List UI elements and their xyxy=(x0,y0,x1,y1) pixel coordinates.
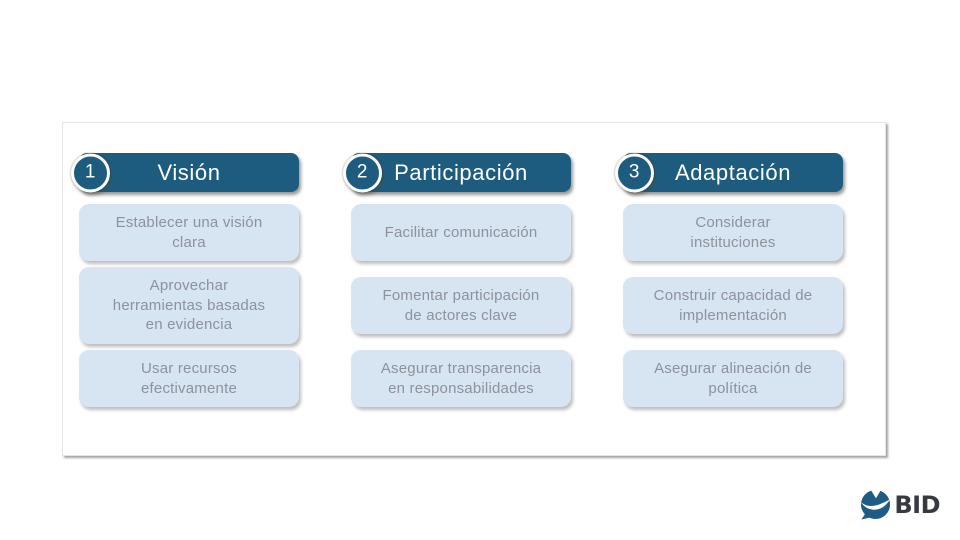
card-text: Aprovechar herramientas basadas en evide… xyxy=(112,276,266,334)
card-text: Considerar instituciones xyxy=(690,213,776,251)
step-number-badge-2: 2 xyxy=(343,153,382,192)
card-participacion-3: Asegurar transparencia en responsabilida… xyxy=(351,349,571,408)
card-slot: Asegurar alineación de política xyxy=(623,342,843,415)
bid-logo: BID xyxy=(860,489,940,520)
column-vision: 1 Visión Establecer una visión clara Apr… xyxy=(71,153,299,415)
column-header-participacion: 2 Participación xyxy=(343,153,571,192)
column-title-vision: Visión xyxy=(157,159,221,185)
card-slot: Fomentar participación de actores clave xyxy=(351,269,571,342)
column-title-adaptacion: Adaptación xyxy=(674,159,792,185)
card-text: Facilitar comunicación xyxy=(384,223,538,241)
bid-globe-icon xyxy=(861,489,891,520)
bid-logo-text: BID xyxy=(894,490,940,519)
column-header-vision: 1 Visión xyxy=(71,153,299,192)
card-text: Construir capacidad de implementación xyxy=(653,286,813,324)
columns-row: 1 Visión Establecer una visión clara Apr… xyxy=(63,123,885,415)
card-slot: Construir capacidad de implementación xyxy=(623,269,843,342)
card-slot: Aprovechar herramientas basadas en evide… xyxy=(79,266,299,345)
card-slot: Asegurar transparencia en responsabilida… xyxy=(351,342,571,415)
card-text: Fomentar participación de actores clave xyxy=(382,286,540,324)
column-participacion: 2 Participación Facilitar comunicación F… xyxy=(343,153,571,415)
card-adaptacion-3: Asegurar alineación de política xyxy=(623,349,843,408)
step-number-badge-3: 3 xyxy=(615,153,654,192)
column-header-adaptacion: 3 Adaptación xyxy=(615,153,843,192)
card-adaptacion-1: Considerar instituciones xyxy=(623,203,843,262)
card-adaptacion-2: Construir capacidad de implementación xyxy=(623,276,843,335)
step-number-badge-1: 1 xyxy=(71,153,110,192)
card-text: Asegurar alineación de política xyxy=(654,359,812,397)
card-slot: Considerar instituciones xyxy=(623,196,843,269)
card-text: Asegurar transparencia en responsabilida… xyxy=(380,359,542,397)
card-participacion-2: Fomentar participación de actores clave xyxy=(351,276,571,335)
card-vision-2: Aprovechar herramientas basadas en evide… xyxy=(79,266,299,345)
content-panel: 1 Visión Establecer una visión clara Apr… xyxy=(62,122,886,456)
card-text: Establecer una visión clara xyxy=(115,213,263,251)
column-adaptacion: 3 Adaptación Considerar instituciones Co… xyxy=(615,153,843,415)
card-slot: Usar recursos efectivamente xyxy=(79,342,299,415)
card-vision-3: Usar recursos efectivamente xyxy=(79,349,299,408)
card-slot: Establecer una visión clara xyxy=(79,196,299,269)
card-text: Usar recursos efectivamente xyxy=(141,359,237,397)
column-title-participacion: Participación xyxy=(394,159,528,185)
card-vision-1: Establecer una visión clara xyxy=(79,203,299,262)
card-participacion-1: Facilitar comunicación xyxy=(351,204,571,261)
card-slot: Facilitar comunicación xyxy=(351,196,571,269)
